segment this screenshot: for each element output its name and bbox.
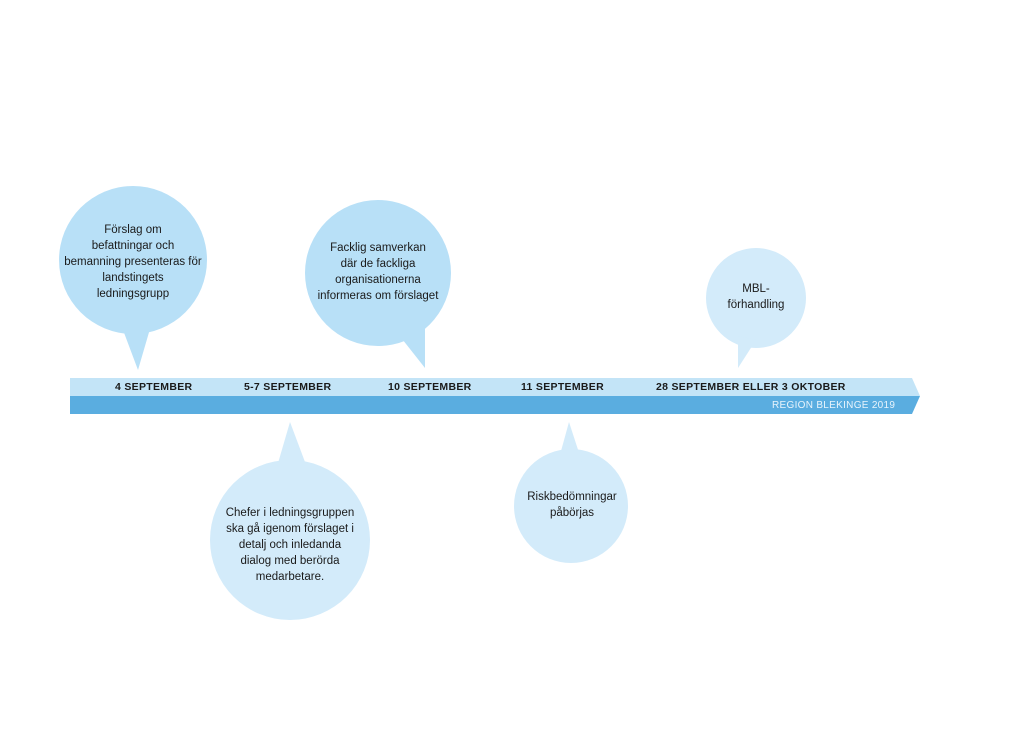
date-label-1: 4 SEPTEMBER — [115, 381, 193, 393]
speech-bubble-event-3 — [305, 200, 451, 368]
speech-bubble-event-1 — [59, 186, 207, 370]
timeline-band-bottom — [70, 396, 920, 414]
event-5-text: MBL- förhandling — [727, 283, 785, 311]
speech-bubble-event-4 — [514, 422, 628, 563]
event-2-text: Chefer i ledningsgruppen ska gå igenom f… — [225, 507, 355, 583]
date-label-4: 11 SEPTEMBER — [521, 381, 604, 393]
event-4-text: Riskbedömningar påbörjas — [527, 491, 617, 519]
date-label-5: 28 SEPTEMBER ELLER 3 OKTOBER — [656, 381, 846, 393]
event-1-text: Förslag om befattningar och bemanning pr… — [64, 224, 202, 300]
speech-bubble-event-5 — [706, 248, 806, 368]
footer-label: REGION BLEKINGE 2019 — [772, 400, 896, 411]
date-label-3: 10 SEPTEMBER — [388, 381, 472, 393]
date-label-2: 5-7 SEPTEMBER — [244, 381, 332, 393]
speech-bubble-event-2 — [210, 422, 370, 620]
event-3-text: Facklig samverkan där de fackliga organi… — [317, 242, 439, 302]
timeline-band-top — [70, 378, 920, 396]
